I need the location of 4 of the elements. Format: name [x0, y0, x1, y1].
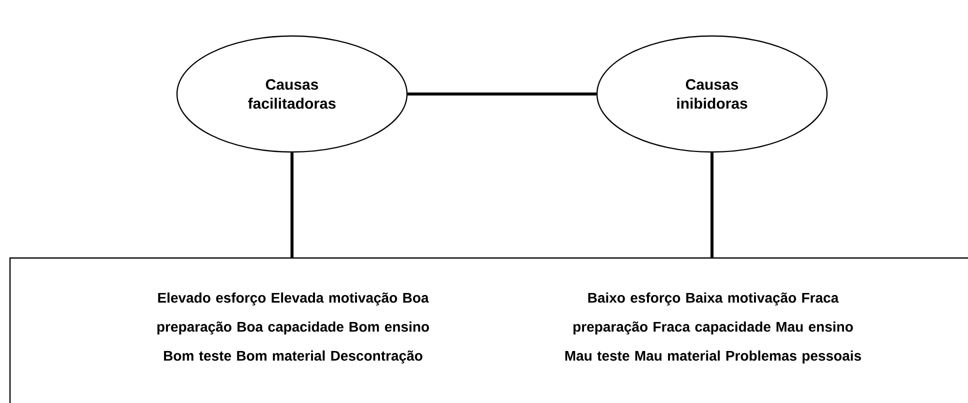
connector-line	[710, 152, 714, 258]
text-box: Elevado esforço Elevada motivação Boa preparação Boa capacidade Bom ensino Bom teste Bom material Descontração Baixo esforço Baixa motivação Fraca preparação Fraca capacidade Mau ensino Mau teste Mau material Problemas pessoais	[9, 257, 968, 403]
connector-line	[290, 152, 294, 258]
connector-line	[408, 92, 596, 96]
